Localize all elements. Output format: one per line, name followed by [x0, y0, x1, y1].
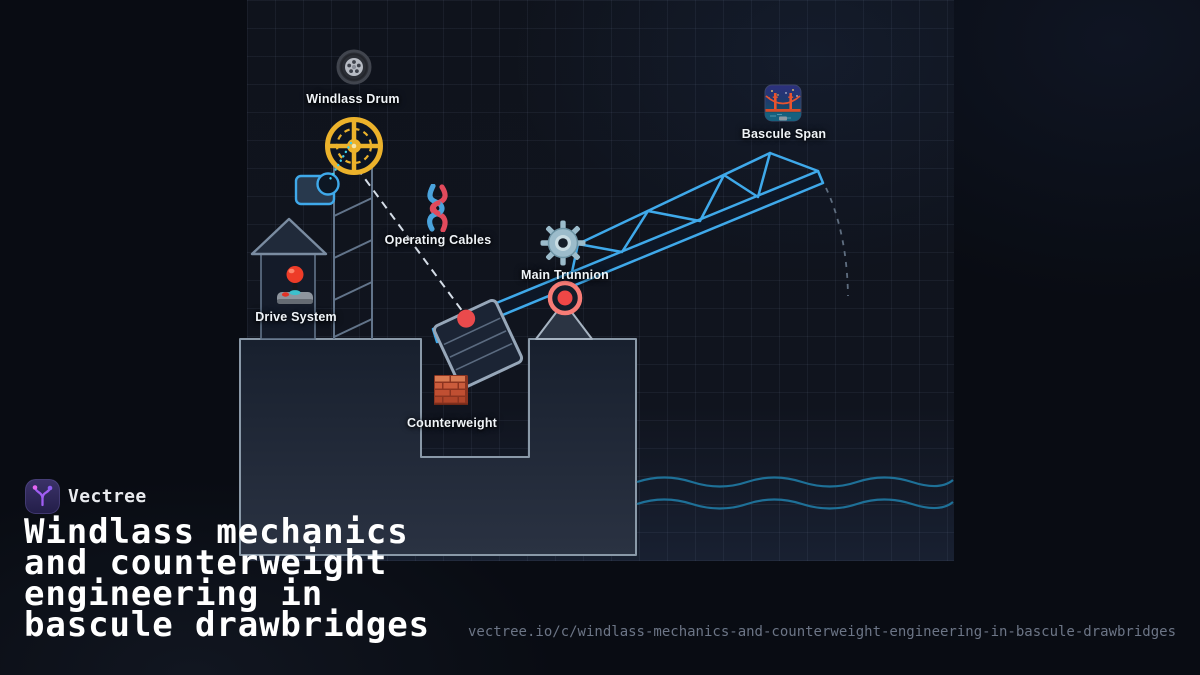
joystick-icon — [275, 264, 315, 306]
knot-icon — [420, 184, 456, 232]
label-bascule-span: Bascule Span — [741, 127, 827, 141]
label-operating-cables: Operating Cables — [384, 233, 492, 247]
label-main-trunnion: Main Trunnion — [520, 268, 610, 282]
water-waves — [636, 476, 954, 510]
brick-wall-icon — [432, 371, 470, 409]
bascule-leaf — [431, 151, 825, 344]
windlass-wheel — [325, 117, 383, 175]
label-drive-system: Drive System — [255, 310, 337, 324]
hoisting-cable — [356, 167, 464, 313]
night-bridge-icon — [764, 84, 802, 122]
motor-pulley — [316, 172, 340, 196]
gear-icon — [540, 220, 586, 266]
counterweight-block — [432, 298, 524, 390]
trunnion-bearing — [547, 280, 583, 316]
foundation-piers — [239, 338, 637, 556]
card-title: Windlass mechanics and counterweight eng… — [24, 512, 431, 645]
drive-motor — [294, 141, 353, 206]
tip-motion-arc — [825, 187, 849, 297]
label-windlass-drum: Windlass Drum — [306, 92, 400, 106]
brand-name: Vectree — [68, 486, 147, 507]
label-counterweight: Counterweight — [406, 416, 498, 430]
lattice-mast — [333, 160, 373, 339]
trunnion-support — [535, 301, 593, 340]
tire-icon — [336, 49, 372, 85]
drive-link-dotted — [327, 141, 353, 183]
card-url: vectree.io/c/windlass-mechanics-and-coun… — [467, 624, 1176, 640]
vectree-logo — [25, 479, 60, 514]
cable-attachment-dot — [457, 309, 476, 328]
